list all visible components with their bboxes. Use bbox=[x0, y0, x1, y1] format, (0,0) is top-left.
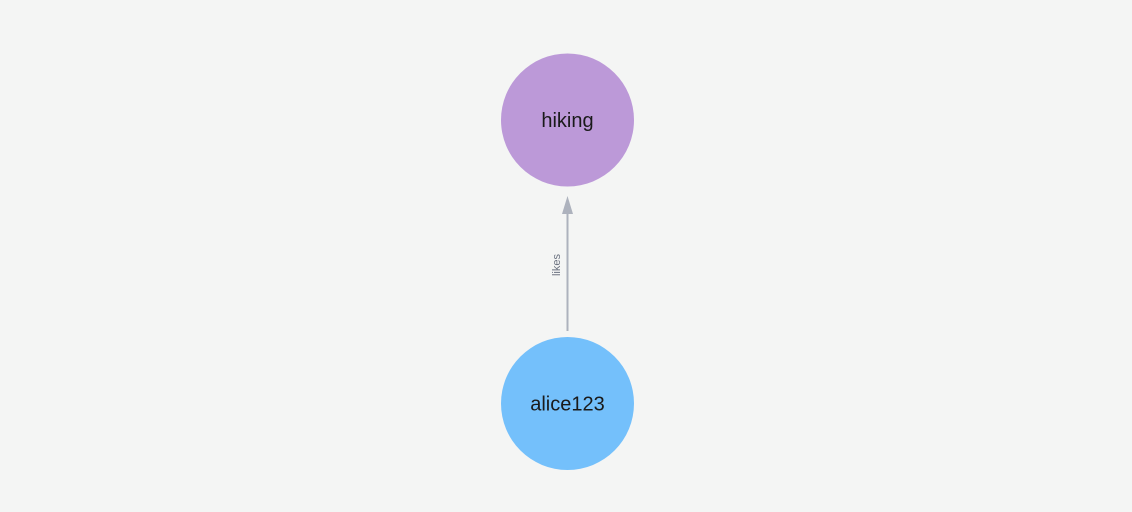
node-circle-alice123 bbox=[501, 337, 634, 470]
node-group: hiking alice123 bbox=[501, 53, 634, 470]
node-circle-hiking bbox=[501, 53, 634, 187]
node-label-hiking: hiking bbox=[541, 110, 593, 132]
edge-label-likes: likes bbox=[551, 254, 563, 277]
node-hiking[interactable]: hiking bbox=[501, 53, 634, 187]
edge-arrowhead-icon bbox=[562, 196, 573, 214]
edge-group: likes bbox=[551, 196, 573, 331]
node-alice123[interactable]: alice123 bbox=[501, 337, 634, 470]
edge-alice123-likes-hiking[interactable]: likes bbox=[551, 196, 573, 331]
node-label-alice123: alice123 bbox=[530, 394, 605, 416]
